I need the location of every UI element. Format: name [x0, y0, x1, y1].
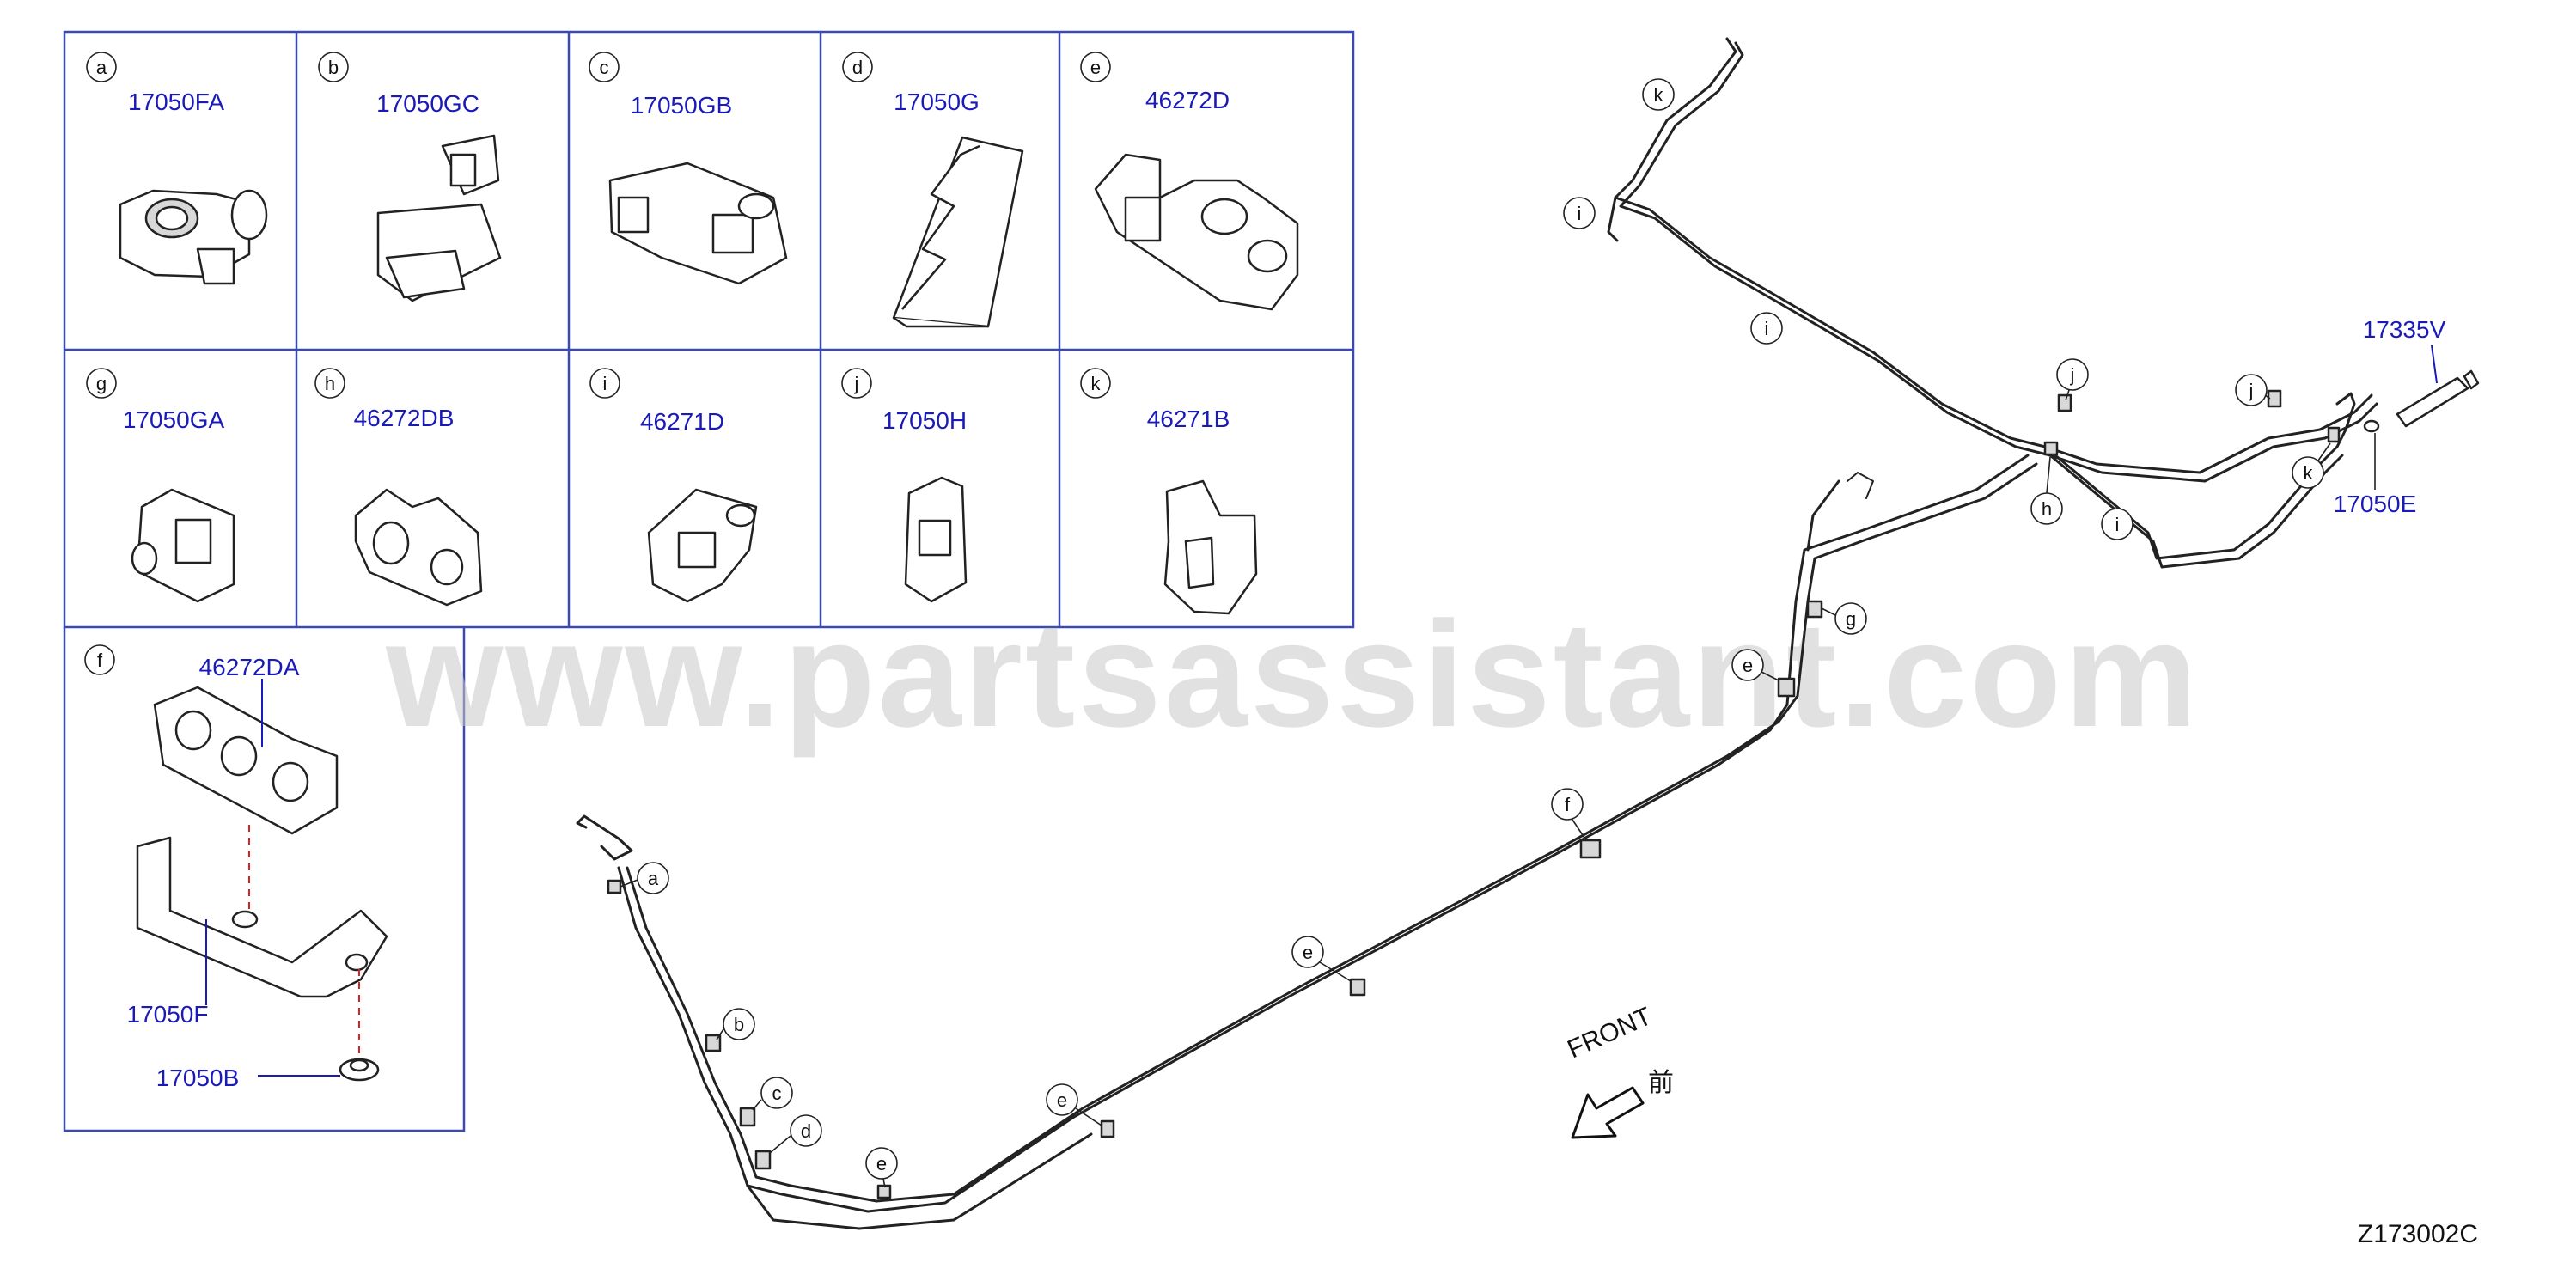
- extra-part-labels: 17335V 17050E: [2334, 316, 2446, 517]
- svg-text:e: e: [1303, 942, 1313, 963]
- part-number: 17050G: [894, 88, 980, 115]
- callout-i-2: i: [1750, 312, 1783, 345]
- legend-letter: h: [325, 373, 335, 394]
- legend-letter: d: [852, 57, 863, 78]
- svg-text:e: e: [1743, 655, 1753, 676]
- clip-k-drawing: [1163, 479, 1258, 615]
- watermark-text: www.partsassistant.com: [385, 591, 2201, 759]
- callout-h: h: [2030, 456, 2063, 525]
- diagram-callouts: a b c d e e e: [620, 78, 2331, 1188]
- legend-letter: g: [96, 373, 107, 394]
- part-number: 46271D: [640, 408, 724, 435]
- callout-e-3: e: [1291, 936, 1352, 982]
- legend-letter: j: [854, 373, 859, 394]
- svg-text:b: b: [734, 1014, 744, 1035]
- callout-d: d: [769, 1114, 822, 1154]
- legend-cell-b: b 17050GC: [318, 52, 479, 117]
- legend-letter: i: [603, 373, 607, 394]
- part-number: 17050H: [882, 407, 967, 434]
- clamp-g-drawing: [131, 488, 235, 603]
- clamp-c-drawing: [608, 162, 788, 285]
- callout-g: g: [1821, 602, 1867, 635]
- callout-j-2: j: [2235, 374, 2271, 406]
- svg-text:d: d: [801, 1120, 811, 1142]
- callout-b: b: [716, 1008, 755, 1040]
- legend-cell-d: d 17050G: [842, 52, 980, 115]
- front-label: FRONT: [1563, 1002, 1656, 1064]
- legend-letter: b: [328, 57, 339, 78]
- legend-grid: [63, 30, 1355, 1132]
- hose-clip-part-number: 17050E: [2334, 491, 2417, 517]
- part-number: 17050FA: [128, 88, 224, 115]
- clamp-b-drawing: [376, 134, 502, 302]
- legend-cell-g: g 17050GA: [86, 368, 225, 433]
- part-number: 46272D: [1145, 87, 1230, 113]
- svg-text:h: h: [2042, 498, 2052, 520]
- part-number: 17050GA: [123, 406, 225, 433]
- clamp-a-drawing: [119, 189, 268, 285]
- legend-cell-a: a 17050FA: [86, 52, 224, 115]
- callout-c: c: [752, 1077, 793, 1111]
- callout-f: f: [1551, 788, 1587, 841]
- front-kanji: 前: [1648, 1069, 1674, 1097]
- clamp-part-number: 46272DA: [199, 654, 300, 680]
- part-number: 17050GB: [631, 92, 732, 119]
- svg-text:g: g: [1846, 608, 1856, 630]
- legend-cell-j: j 17050H: [841, 368, 967, 434]
- legend-cell-e: e 46272D: [1080, 52, 1230, 113]
- legend-letter: f: [97, 650, 103, 671]
- clamp-d-drawing: [892, 136, 1024, 328]
- svg-text:i: i: [2115, 514, 2120, 535]
- svg-text:k: k: [2304, 462, 2314, 484]
- clip-i-drawing: [647, 488, 758, 603]
- legend-cell-f: f 46272DA 17050F 17050B: [84, 644, 300, 1091]
- svg-text:a: a: [648, 868, 659, 889]
- assembly-f-drawing: [136, 679, 388, 1082]
- svg-text:j: j: [2249, 380, 2254, 401]
- front-arrow-icon: [1571, 1086, 1645, 1139]
- callout-e-2: e: [1046, 1083, 1102, 1126]
- clamp-e-drawing: [1094, 153, 1299, 311]
- legend-letter: e: [1090, 57, 1101, 78]
- legend-cell-c: c 17050GB: [589, 52, 732, 119]
- callout-k-2: k: [2292, 442, 2331, 489]
- svg-text:e: e: [1057, 1089, 1067, 1111]
- fuel-lines: [576, 37, 2480, 1230]
- part-number: 17050GC: [376, 90, 479, 117]
- legend-cell-h: h 46272DB: [314, 368, 455, 431]
- callout-a: a: [620, 862, 669, 894]
- callout-i-1: i: [1563, 197, 1596, 229]
- legend-letter: c: [600, 57, 609, 78]
- clip-j-drawing: [904, 476, 968, 603]
- svg-text:e: e: [876, 1153, 887, 1174]
- part-number: 46272DB: [354, 405, 455, 431]
- clamp-h-drawing: [354, 488, 483, 607]
- svg-text:c: c: [772, 1083, 782, 1104]
- svg-text:k: k: [1654, 84, 1664, 106]
- diagram-code: Z173002C: [2358, 1220, 2478, 1248]
- part-number: 46271B: [1147, 406, 1230, 432]
- legend-labels: a 17050FA b 17050GC c 17050GB d 17050G e…: [84, 52, 1230, 1091]
- svg-text:f: f: [1565, 794, 1571, 815]
- legend-cell-i: i 46271D: [589, 368, 724, 435]
- part-drawings: [119, 134, 1299, 1082]
- callout-e-4: e: [1731, 649, 1779, 681]
- svg-text:j: j: [2070, 364, 2075, 386]
- bracket-part-number: 17050F: [127, 1001, 209, 1028]
- legend-letter: k: [1091, 373, 1102, 394]
- svg-text:i: i: [1765, 318, 1769, 339]
- front-indicator: FRONT 前: [1563, 1002, 1674, 1139]
- svg-text:i: i: [1578, 203, 1582, 224]
- legend-cell-k: k 46271B: [1080, 368, 1230, 432]
- callout-i-3: i: [2101, 508, 2133, 540]
- legend-letter: a: [96, 57, 107, 78]
- callout-j-1: j: [2056, 358, 2089, 401]
- hose-part-number: 17335V: [2363, 316, 2446, 343]
- callout-e-1: e: [865, 1147, 898, 1188]
- callout-k-1: k: [1642, 78, 1675, 111]
- nut-part-number: 17050B: [156, 1065, 240, 1091]
